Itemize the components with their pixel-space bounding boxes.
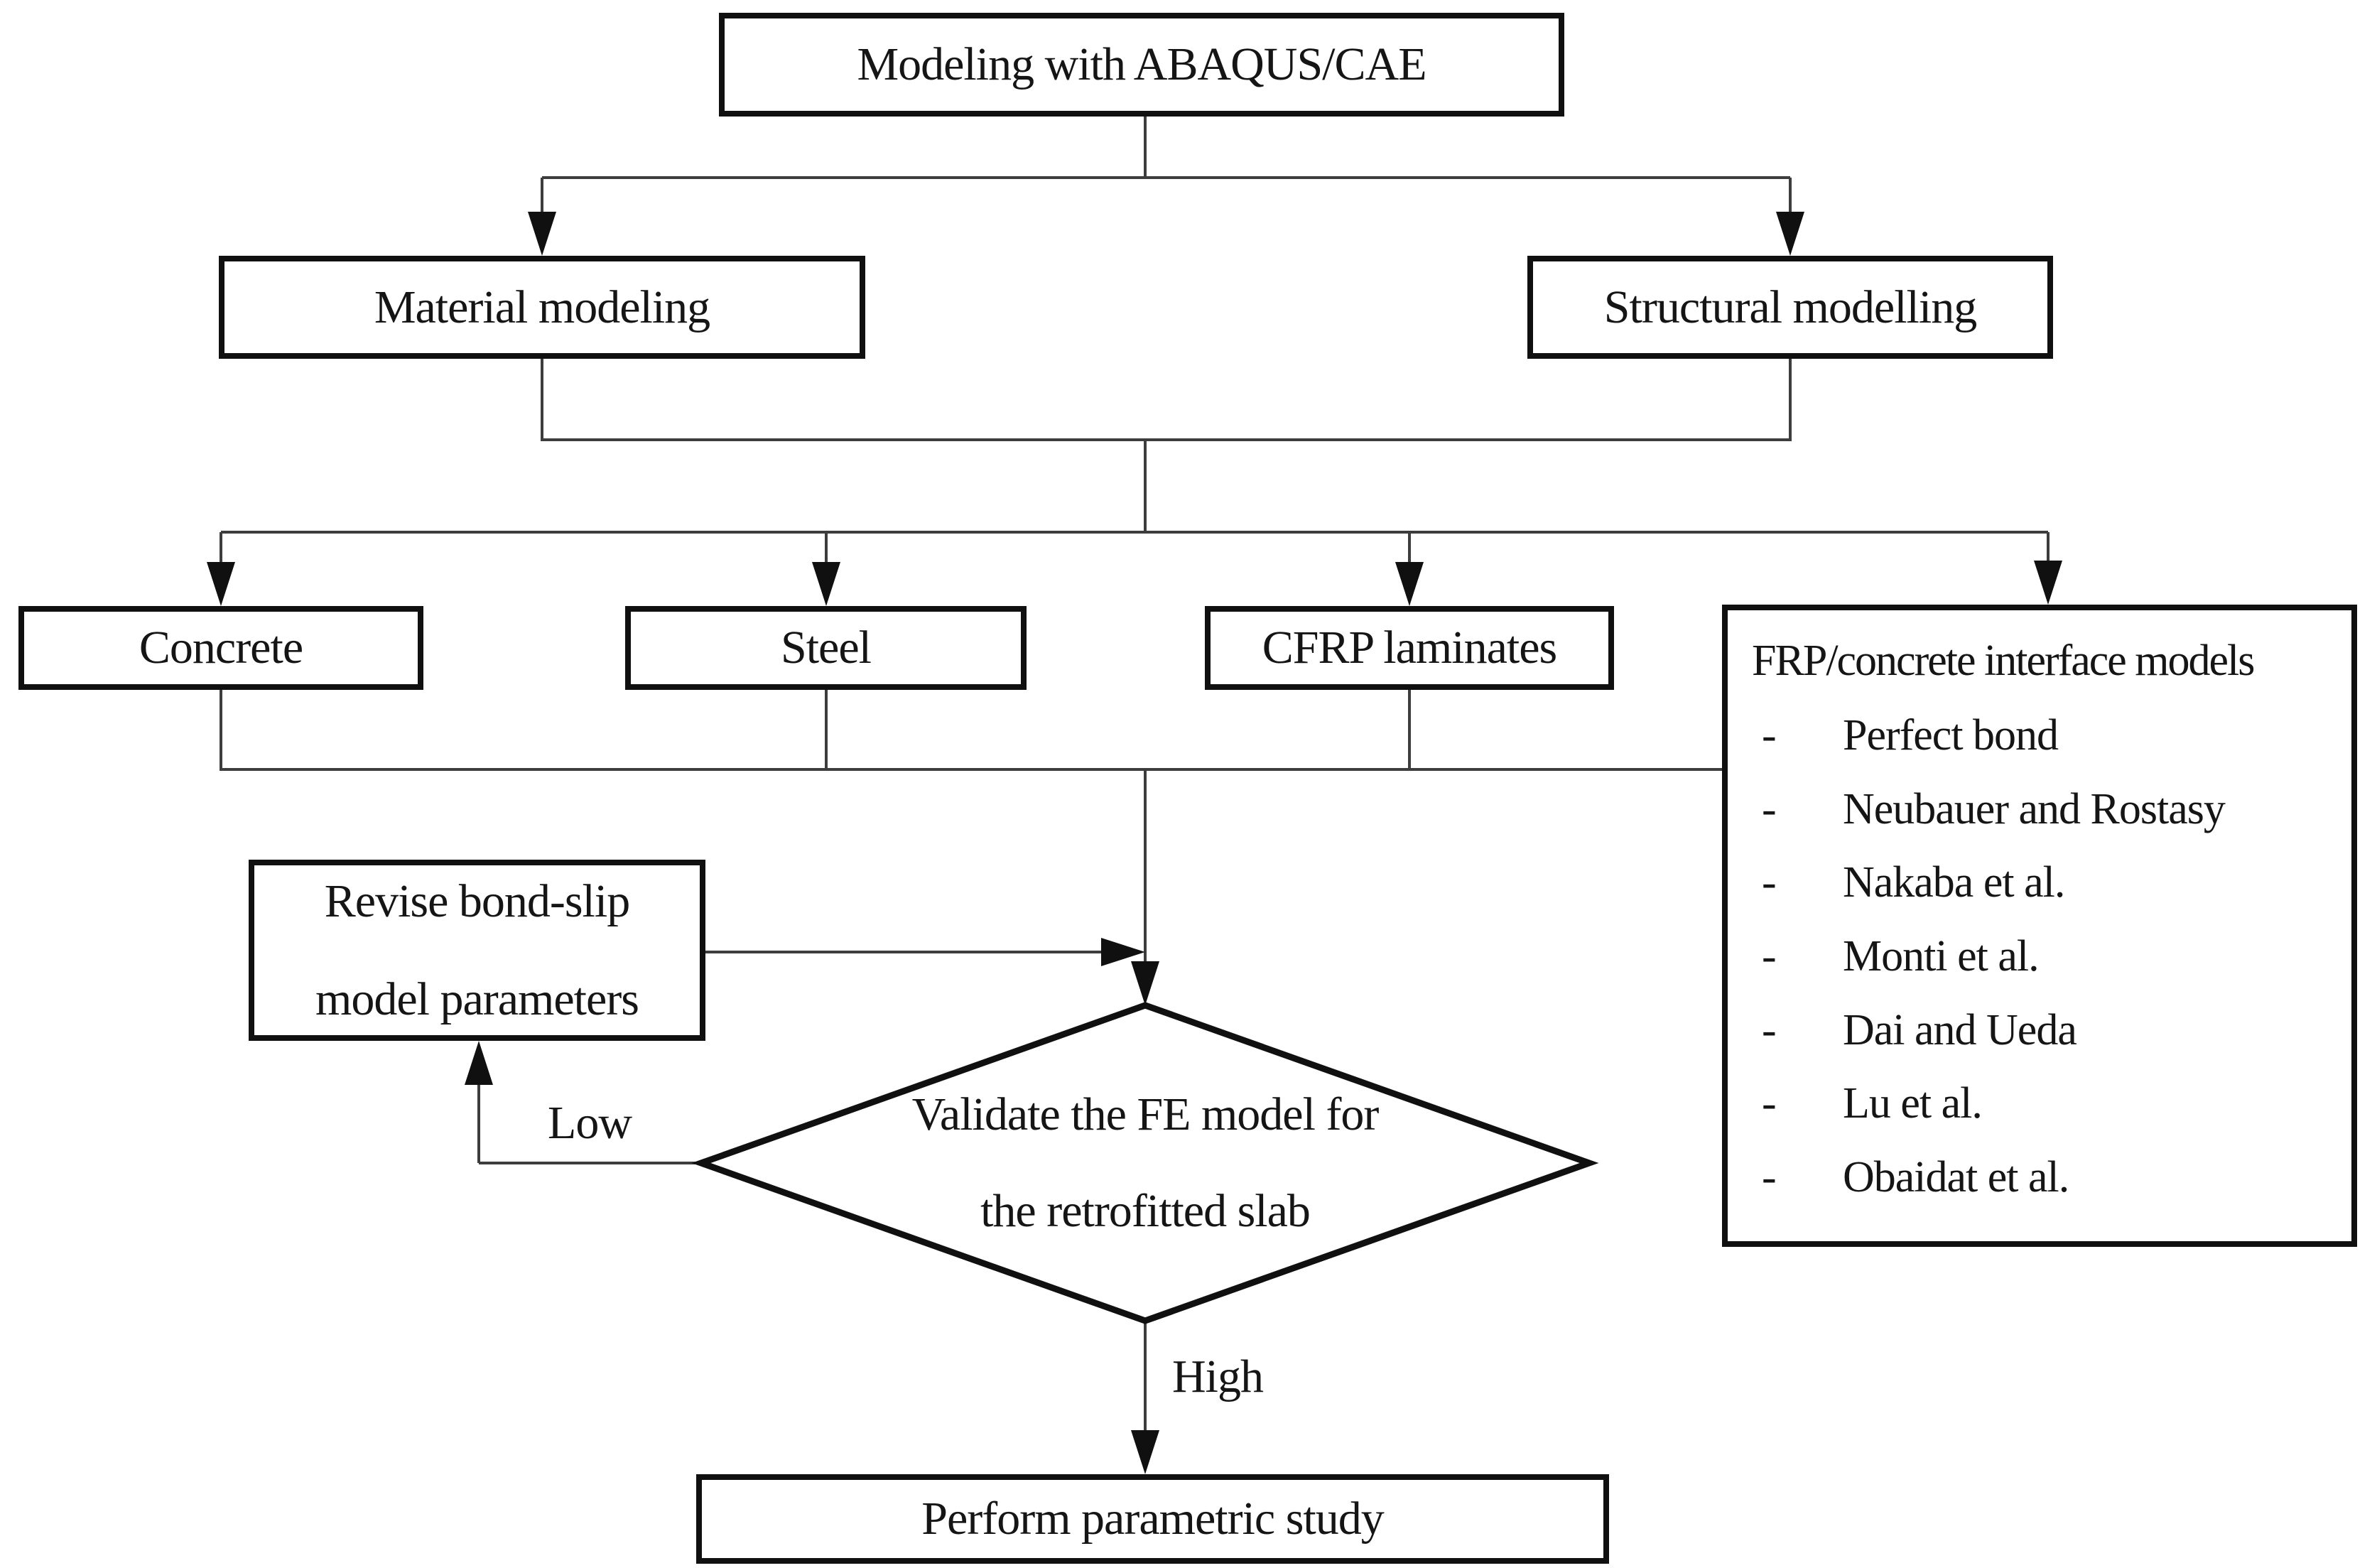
node-cfrp-laminates-label: CFRP laminates — [1262, 622, 1557, 674]
list-item-text: Neubauer and Rostasy — [1843, 784, 2226, 833]
list-item: - Monti et al. — [1752, 931, 2332, 982]
list-item-text: Lu et al. — [1843, 1079, 1983, 1128]
list-item: - Neubauer and Rostasy — [1752, 784, 2332, 835]
list-item-text: Perfect bond — [1843, 711, 2059, 760]
node-revise-bond-slip: Revise bond-slip model parameters — [249, 860, 705, 1041]
node-modeling-abaqus-label: Modeling with ABAQUS/CAE — [857, 38, 1426, 91]
arrowhead-cfrp — [1395, 562, 1424, 606]
decision-line2: the retrofitted slab — [980, 1185, 1311, 1237]
node-modeling-abaqus: Modeling with ABAQUS/CAE — [719, 13, 1564, 117]
list-item-dash: - — [1762, 784, 1777, 833]
node-perform-parametric-study: Perform parametric study — [696, 1474, 1609, 1564]
node-material-modeling-label: Material modeling — [374, 281, 710, 333]
node-concrete-label: Concrete — [139, 622, 303, 674]
list-item-text: Monti et al. — [1843, 931, 2040, 980]
list-item-dash: - — [1762, 858, 1777, 907]
decision-diamond — [691, 1002, 1599, 1324]
list-item-dash: - — [1762, 931, 1777, 980]
list-item-dash: - — [1762, 1005, 1777, 1054]
edge-label-high: High — [1172, 1351, 1264, 1402]
list-item-text: Obaidat et al. — [1843, 1152, 2069, 1201]
node-interface-models-panel: FRP/concrete interface models - Perfect … — [1722, 605, 2357, 1247]
node-revise-line1: Revise bond-slip — [324, 875, 630, 927]
arrowhead-concrete — [207, 562, 235, 606]
node-structural-modelling-label: Structural modelling — [1603, 281, 1977, 333]
node-concrete: Concrete — [18, 606, 423, 690]
list-item: - Perfect bond — [1752, 710, 2332, 761]
list-item-dash: - — [1762, 1079, 1777, 1128]
node-revise-line2: model parameters — [315, 973, 639, 1025]
list-item: - Obaidat et al. — [1752, 1152, 2332, 1203]
list-item: - Dai and Ueda — [1752, 1005, 2332, 1056]
connector-lines — [220, 116, 2050, 1432]
arrowhead-decision — [1131, 961, 1159, 1005]
list-item-dash: - — [1762, 1152, 1777, 1201]
arrowhead-steel — [812, 562, 840, 606]
arrowhead-perform — [1131, 1430, 1159, 1474]
list-item: - Lu et al. — [1752, 1078, 2332, 1129]
node-cfrp-laminates: CFRP laminates — [1205, 606, 1614, 690]
arrowhead-revise-return — [1101, 938, 1145, 966]
decision-label: Validate the FE model for the retrofitte… — [737, 1048, 1554, 1278]
arrowhead-structural — [1776, 212, 1804, 256]
arrowhead-interface-models — [2034, 561, 2062, 605]
node-perform-label: Perform parametric study — [921, 1493, 1384, 1545]
arrowhead-revise-up — [465, 1041, 493, 1085]
interface-models-list: - Perfect bond - Neubauer and Rostasy - … — [1752, 699, 2332, 1214]
node-steel: Steel — [625, 606, 1027, 690]
edge-label-low: Low — [548, 1097, 632, 1149]
list-item-text: Nakaba et al. — [1843, 858, 2065, 907]
list-item-dash: - — [1762, 711, 1777, 760]
list-item: - Nakaba et al. — [1752, 858, 2332, 908]
node-structural-modelling: Structural modelling — [1527, 256, 2053, 359]
node-steel-label: Steel — [781, 622, 872, 674]
list-item-text: Dai and Ueda — [1843, 1005, 2077, 1054]
arrowhead-material — [528, 212, 556, 256]
decision-line1: Validate the FE model for — [911, 1088, 1380, 1140]
node-material-modeling: Material modeling — [219, 256, 865, 359]
arrowheads — [207, 212, 2062, 1474]
interface-models-title: FRP/concrete interface models — [1752, 637, 2255, 685]
